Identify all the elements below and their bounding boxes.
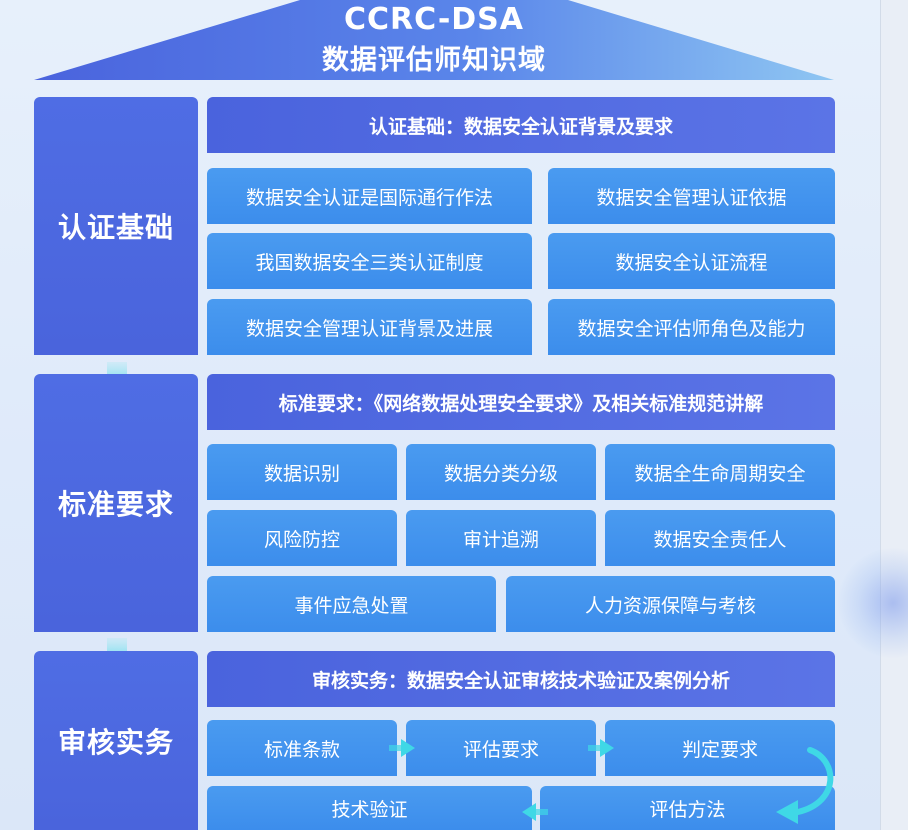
knowledge-item: 数据安全管理认证背景及进展 [207,299,532,355]
diagram-subtitle: 数据评估师知识域 [322,45,546,76]
section-header-audit: 审核实务：数据安全认证审核技术验证及案例分析 [207,651,835,707]
knowledge-item: 事件应急处置 [207,576,496,632]
knowledge-item: 数据安全管理认证依据 [548,168,835,224]
knowledge-item: 数据安全责任人 [605,510,835,566]
section-header-certification: 认证基础：数据安全认证背景及要求 [207,97,835,153]
flow-step: 评估方法 [540,786,835,830]
knowledge-item: 审计追溯 [406,510,596,566]
knowledge-item: 数据安全认证是国际通行作法 [207,168,532,224]
flow-step: 技术验证 [207,786,532,830]
flow-step: 标准条款 [207,720,397,776]
knowledge-item: 我国数据安全三类认证制度 [207,233,532,289]
section-label-certification: 认证基础 [34,97,198,355]
knowledge-item: 数据安全评估师角色及能力 [548,299,835,355]
right-arrow-icon [389,739,415,757]
knowledge-item: 数据分类分级 [406,444,596,500]
knowledge-item: 数据安全认证流程 [548,233,835,289]
knowledge-item: 数据全生命周期安全 [605,444,835,500]
knowledge-item: 人力资源保障与考核 [506,576,835,632]
diagram-title: CCRC-DSA [343,2,525,37]
knowledge-item: 风险防控 [207,510,397,566]
decorative-glow [838,548,908,658]
section-label-standards: 标准要求 [34,374,198,632]
knowledge-item: 数据识别 [207,444,397,500]
roof-banner [34,0,834,80]
curved-return-arrow-icon [776,747,834,824]
flow-step: 判定要求 [605,720,835,776]
section-header-standards: 标准要求：《网络数据处理安全要求》及相关标准规范讲解 [207,374,835,430]
flow-step: 评估要求 [406,720,596,776]
side-scroll-strip [880,0,908,830]
section-label-audit: 审核实务 [34,651,198,830]
left-arrow-icon [522,803,548,821]
right-arrow-icon [588,739,614,757]
